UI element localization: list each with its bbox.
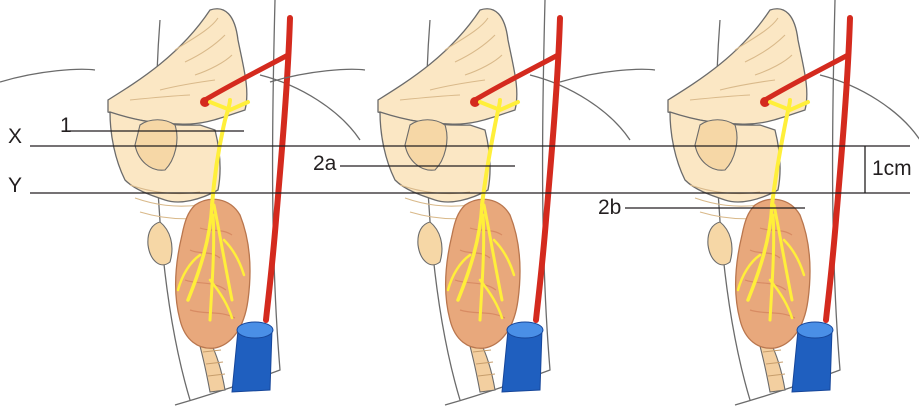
anatomy-panel-1: [0, 0, 360, 405]
label-type-2a: 2a: [313, 152, 337, 175]
label-y: Y: [8, 174, 22, 197]
label-type-2b: 2b: [598, 196, 621, 219]
label-distance: 1cm: [872, 157, 912, 180]
anatomy-panel-2: [270, 0, 630, 405]
label-type-1: 1: [60, 114, 72, 137]
label-x: X: [8, 125, 22, 148]
